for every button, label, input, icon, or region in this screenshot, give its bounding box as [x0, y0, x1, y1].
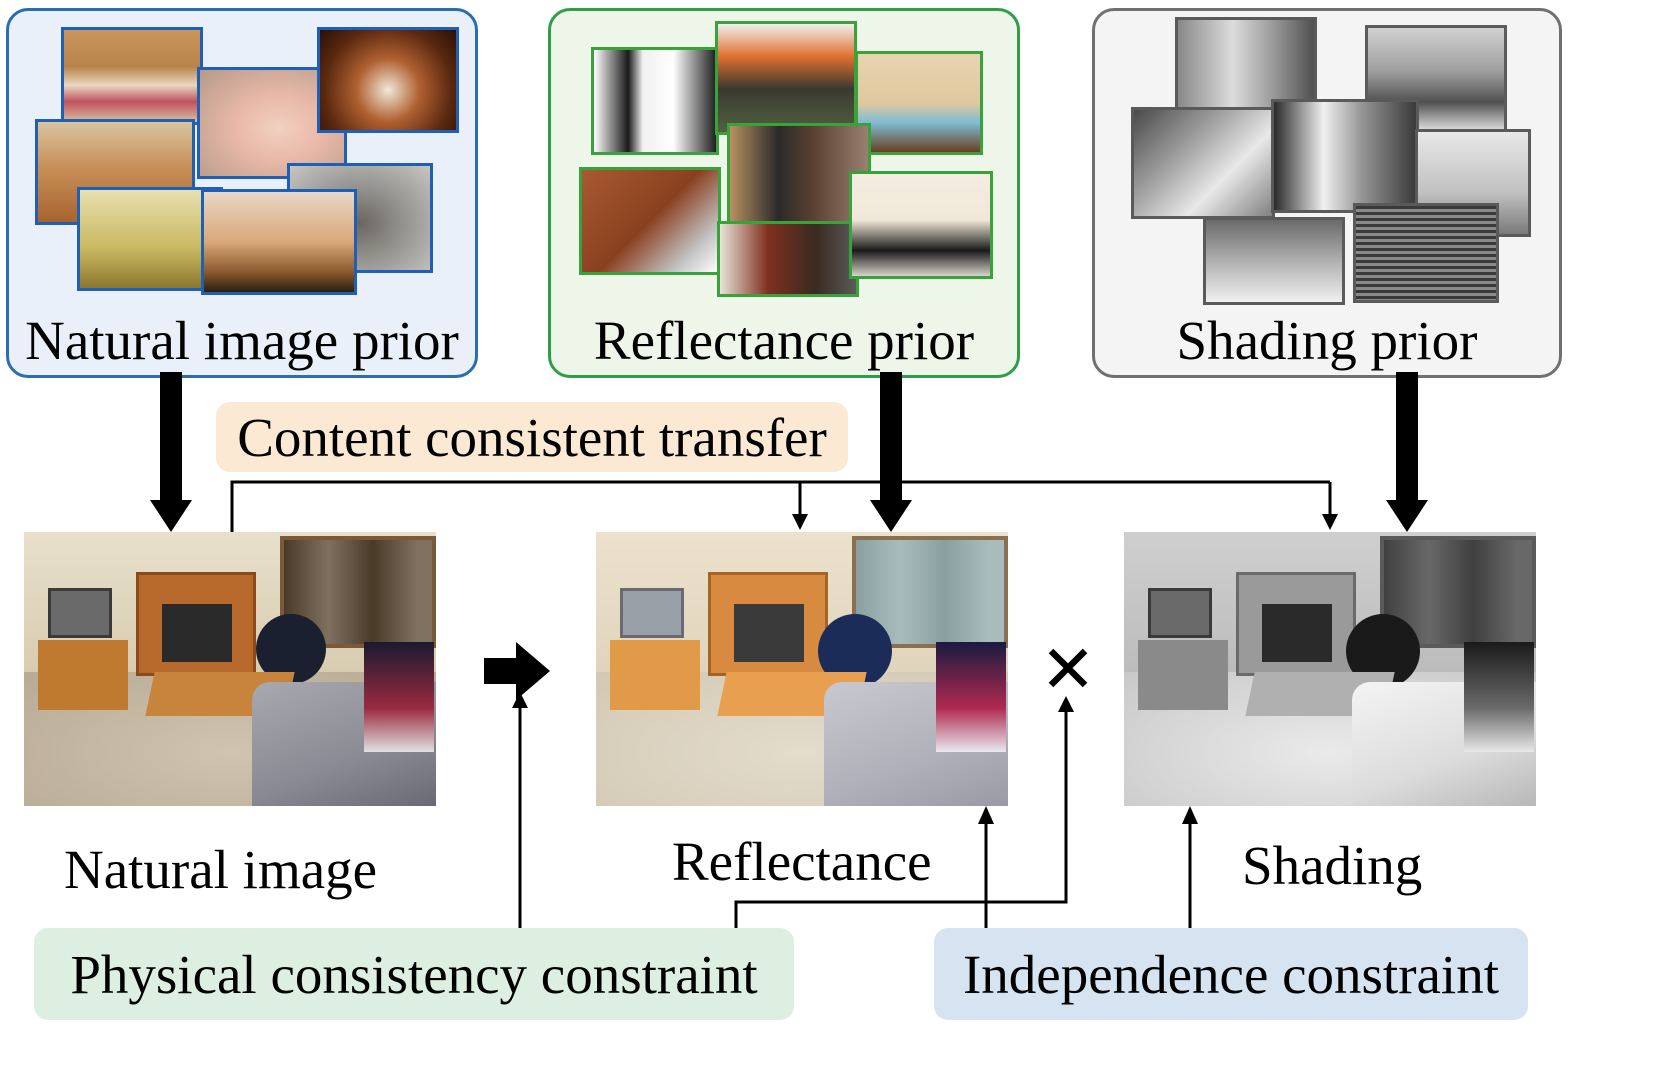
natural-image-label: Natural image — [64, 839, 378, 900]
prior-thumbnail — [715, 21, 857, 135]
independence-arrowhead-reflectance — [978, 806, 994, 824]
content-transfer-arrowhead-reflectance — [792, 514, 808, 530]
physical-consistency-connector — [518, 704, 1068, 930]
prior-thumbnail — [849, 171, 993, 279]
natural-image-prior-label: Natural image prior — [25, 310, 459, 371]
prior-thumbnail — [717, 221, 859, 297]
shading-label: Shading — [1242, 835, 1423, 896]
independence-arrowhead-shading — [1182, 806, 1198, 824]
physical-consistency-constraint-label: Physical consistency constraint — [34, 928, 794, 1020]
prior-thumbnail — [727, 123, 871, 225]
prior-thumbnail — [591, 47, 719, 155]
natural-prior-arrow — [150, 372, 192, 532]
prior-thumbnail — [579, 167, 721, 275]
prior-thumbnail — [1203, 217, 1345, 305]
content-transfer-arrowhead-shading — [1322, 514, 1338, 530]
natural-image-prior-box: Natural image prior — [6, 8, 478, 378]
reflectance-label: Reflectance — [672, 831, 932, 892]
independence-connector — [984, 822, 1192, 930]
prior-thumbnail — [61, 27, 203, 125]
physical-arrowhead-decomposition — [512, 692, 528, 708]
shading-prior-box: Shading prior — [1092, 8, 1562, 378]
prior-thumbnail — [1353, 203, 1499, 303]
content-consistent-transfer-label: Content consistent transfer — [216, 402, 848, 472]
reflectance-prior-box: Reflectance prior — [548, 8, 1020, 378]
reflectance-prior-arrow — [870, 372, 912, 532]
natural-image — [24, 532, 436, 806]
prior-thumbnail — [201, 189, 357, 295]
prior-thumbnail — [855, 51, 983, 155]
shading-prior-arrow — [1386, 372, 1428, 532]
reflectance-prior-label: Reflectance prior — [593, 310, 975, 371]
shading-prior-label: Shading prior — [1176, 310, 1478, 371]
multiply-operator-icon: ✕ — [1040, 631, 1096, 708]
decomposition-arrow — [484, 642, 550, 700]
prior-thumbnail — [77, 187, 223, 291]
independence-constraint-label: Independence constraint — [934, 928, 1528, 1020]
content-transfer-connector — [230, 480, 1332, 532]
physical-arrowhead-multiply — [1058, 696, 1074, 712]
shading-image — [1124, 532, 1536, 806]
prior-thumbnail — [317, 27, 459, 133]
reflectance-image — [596, 532, 1008, 806]
